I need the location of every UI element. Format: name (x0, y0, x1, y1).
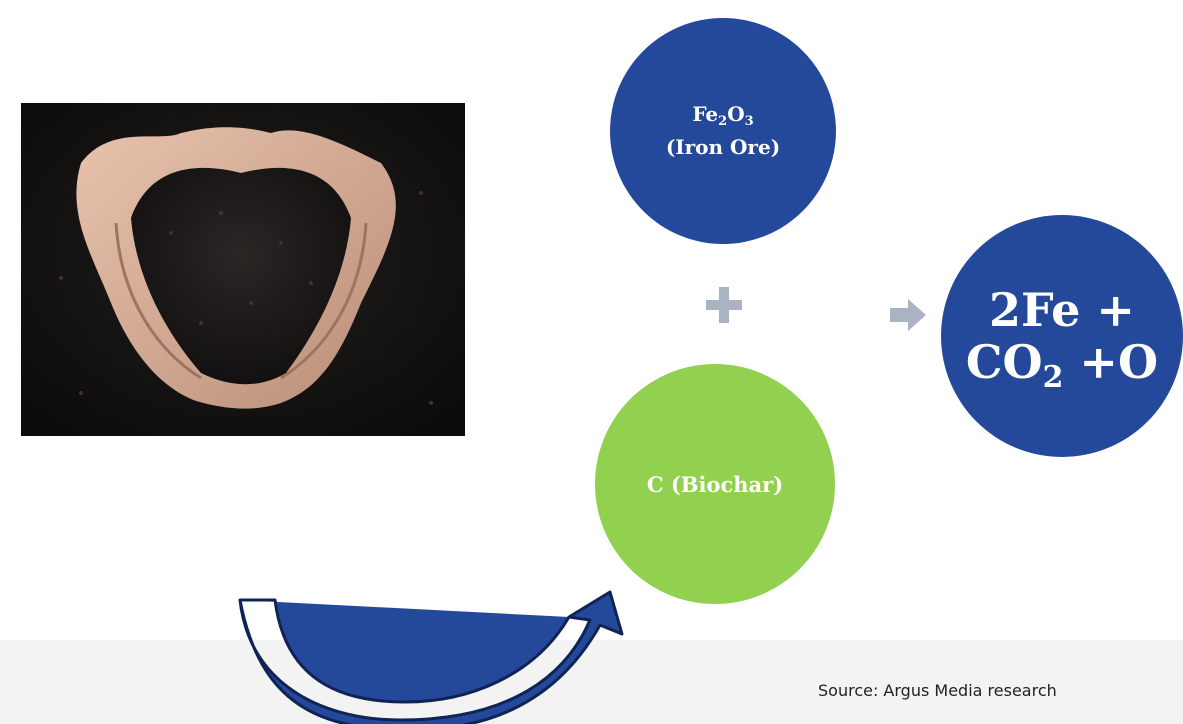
biochar-circle: C (Biochar) (595, 364, 835, 604)
formula-part: CO (966, 335, 1043, 389)
formula-part: +O (1063, 335, 1158, 389)
plus-icon (706, 287, 742, 323)
biochar-label: C (Biochar) (647, 472, 783, 497)
formula-subscript: 2 (1043, 360, 1064, 395)
right-arrow-icon (890, 297, 926, 333)
product-line1: 2Fe + (989, 283, 1135, 337)
biochar-photo (21, 103, 465, 436)
product-label: 2Fe + CO2 +O (966, 284, 1158, 388)
formula-subscript: 2 (718, 114, 727, 129)
iron-ore-name: (Iron Ore) (666, 135, 780, 159)
source-note: Source: Argus Media research (818, 681, 1057, 700)
iron-ore-circle: Fe2O3 (Iron Ore) (610, 18, 836, 244)
formula-subscript: 3 (745, 114, 754, 129)
formula-part: Fe (692, 102, 718, 126)
iron-ore-label: Fe2O3 (Iron Ore) (666, 98, 780, 164)
product-circle: 2Fe + CO2 +O (941, 215, 1183, 457)
formula-part: O (727, 102, 744, 126)
